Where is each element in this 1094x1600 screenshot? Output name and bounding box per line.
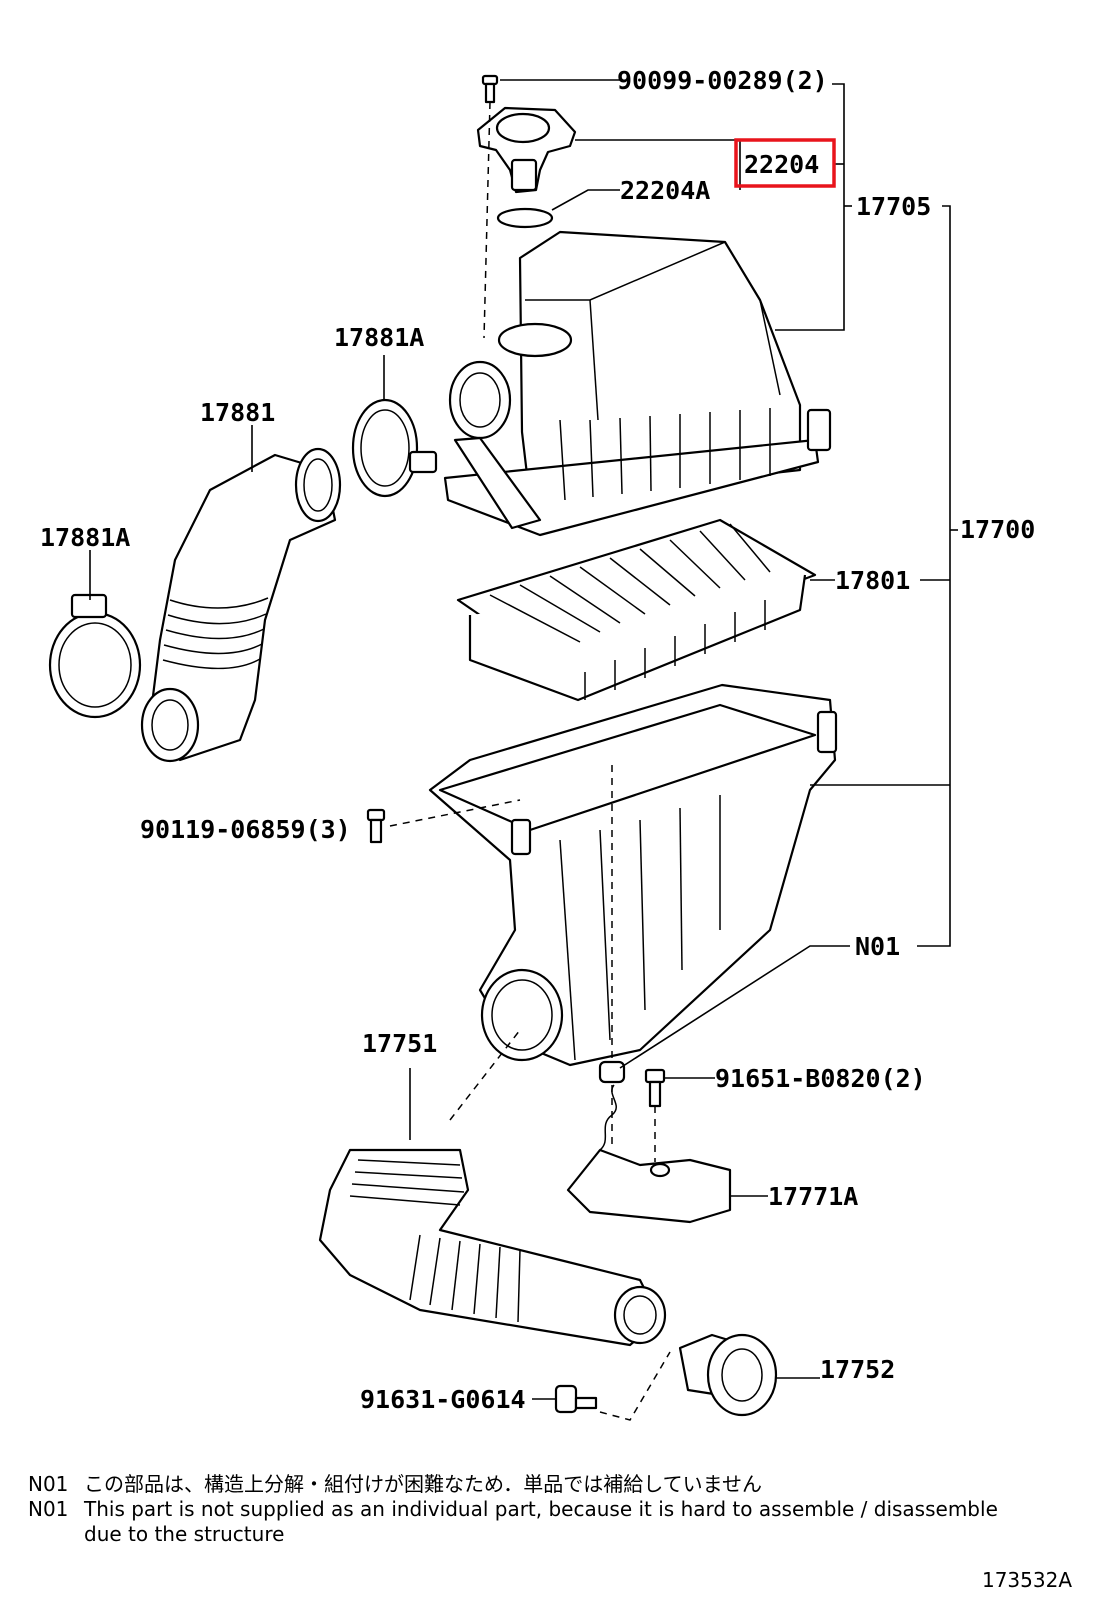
note-english-continued: due to the structure xyxy=(84,1522,284,1546)
callout-clamp-upper: 17881A xyxy=(334,323,424,352)
side-bolt-drawing xyxy=(366,808,386,844)
callout-bolt-top: 90099-00289(2) xyxy=(617,66,828,95)
bracket-drawing xyxy=(566,1084,732,1224)
bottom-bolt-drawing xyxy=(554,1384,598,1414)
assembly-dashed-lines xyxy=(389,101,671,1421)
callout-element: 17801 xyxy=(835,566,910,595)
callout-clamp-left: 17881A xyxy=(40,523,130,552)
intake-duct-drawing xyxy=(318,1148,667,1347)
gasket-drawing xyxy=(496,207,554,229)
callout-bolt-bracket: 91651-B0820(2) xyxy=(715,1064,926,1093)
top-bolt-drawing xyxy=(481,74,499,104)
diagram-id: 173532A xyxy=(981,1568,1072,1592)
note-en-text2: due to the structure xyxy=(84,1522,285,1546)
clamp-left-drawing xyxy=(48,593,142,719)
callout-sensor[interactable]: 22204 xyxy=(744,150,819,179)
callout-cap-assy: 17705 xyxy=(856,192,931,221)
note-japanese: N01 この部品は、構造上分解・組付けが困難なため．単品では補給していません xyxy=(28,1468,762,1497)
callout-intake-duct: 17751 xyxy=(362,1029,437,1058)
note-ja-code: N01 xyxy=(28,1472,69,1496)
hose-upper-drawing xyxy=(140,447,342,763)
callout-case: N01 xyxy=(855,932,900,961)
note-en-text: This part is not supplied as an individu… xyxy=(84,1497,998,1521)
air-cleaner-case-drawing xyxy=(428,683,838,1067)
sensor-drawing xyxy=(476,106,577,194)
note-en-code: N01 xyxy=(28,1497,69,1521)
resonator-clip-drawing xyxy=(678,1333,778,1417)
callout-air-cleaner-assy: 17700 xyxy=(960,515,1035,544)
clamp-upper-drawing xyxy=(351,398,438,498)
callout-bracket: 17771A xyxy=(768,1182,858,1211)
callout-resonator-clip: 17752 xyxy=(820,1355,895,1384)
callout-bolt-bottom: 91631-G0614 xyxy=(360,1385,526,1414)
air-cleaner-cap-drawing xyxy=(443,230,832,537)
air-filter-element-drawing xyxy=(456,518,817,702)
callout-bolt-side: 90119-06859(3) xyxy=(140,815,351,844)
bracket-bolt-drawing xyxy=(644,1068,666,1108)
callout-gasket: 22204A xyxy=(620,176,710,205)
callout-sensor-highlight xyxy=(734,138,836,188)
callout-hose-upper: 17881 xyxy=(200,398,275,427)
note-english: N01 This part is not supplied as an indiv… xyxy=(28,1497,998,1521)
note-ja-text: この部品は、構造上分解・組付けが困難なため．単品では補給していません xyxy=(84,1472,762,1496)
grommet-drawing xyxy=(598,1060,626,1084)
